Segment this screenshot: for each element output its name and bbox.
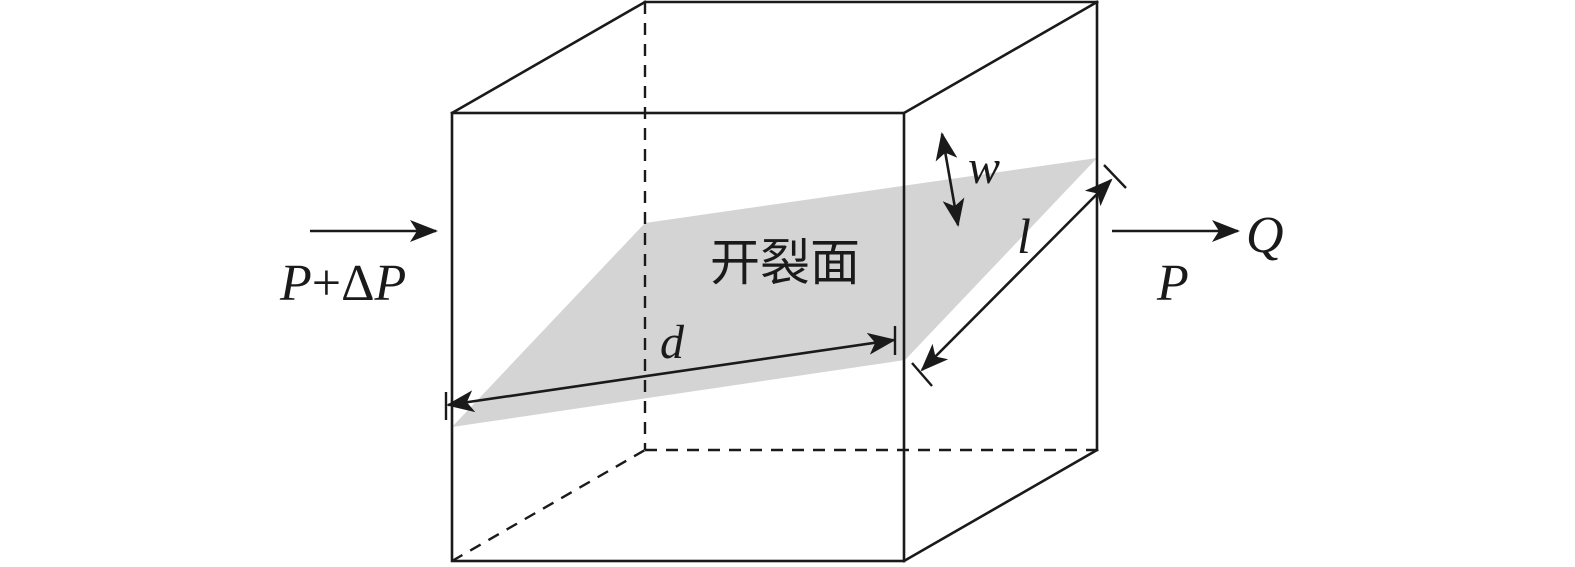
dimension-l-arrow — [920, 178, 1113, 372]
dimension-l-tick-lower — [911, 362, 933, 387]
delta-symbol: Δ — [341, 255, 374, 312]
outlet-pressure-label: P — [1156, 255, 1189, 312]
dimension-d — [444, 326, 897, 420]
fracture-distance-label: d — [660, 316, 685, 369]
inlet-pressure-label: P+ΔP — [279, 255, 406, 312]
aperture-width-label: w — [968, 141, 1000, 194]
delta-pressure-symbol: P — [374, 255, 407, 312]
dimension-l — [911, 164, 1127, 387]
inlet-pressure-symbol: P — [279, 255, 312, 312]
cube-hidden-edges — [451, 2, 1097, 563]
bottom-right-depth-edge — [902, 448, 1099, 563]
bottom-left-depth-edge — [451, 448, 646, 563]
top-right-depth-edge — [902, 0, 1099, 115]
plus-sign: + — [312, 255, 341, 312]
dimension-w-arrow — [935, 132, 965, 227]
fracture-length-label: l — [1017, 208, 1031, 264]
flow-rate-label: Q — [1246, 207, 1284, 264]
top-left-depth-edge — [450, 0, 647, 115]
fracture-surface-label: 开裂面 — [710, 234, 860, 292]
dimension-l-tick-upper — [1103, 164, 1127, 189]
dimension-d-arrow — [446, 332, 896, 413]
